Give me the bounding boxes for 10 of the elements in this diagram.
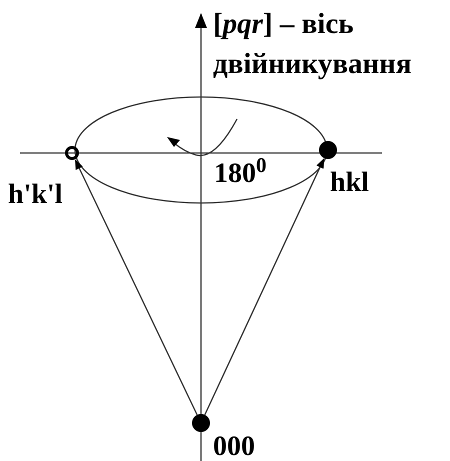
open-point xyxy=(65,146,79,160)
arrow xyxy=(74,159,198,416)
filled-point xyxy=(319,141,337,159)
axis-label: [pqr] – вісь двійникування xyxy=(213,7,413,82)
arrow xyxy=(204,158,324,416)
filled-point xyxy=(192,414,210,432)
point-label: h'k'l xyxy=(8,180,62,210)
point-label: hkl xyxy=(330,168,369,198)
point-label: 000 xyxy=(213,432,255,461)
angle-label: 180$^{0}$ xyxy=(214,156,268,191)
